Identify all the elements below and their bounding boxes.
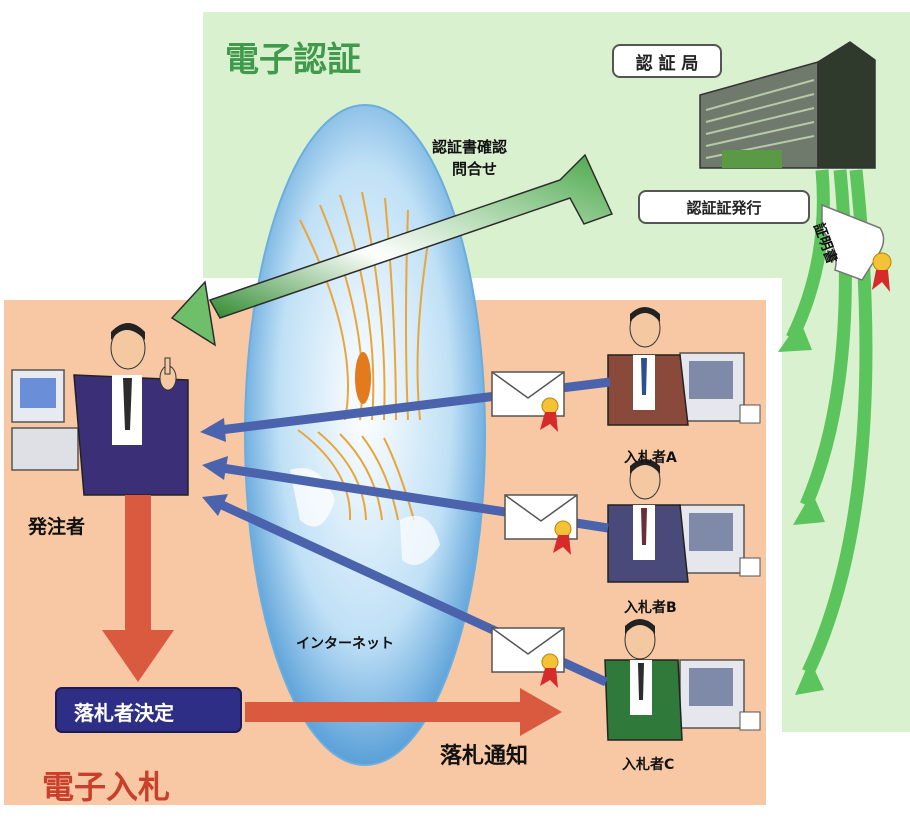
award-notice-arrow xyxy=(245,688,562,736)
decision-arrow xyxy=(102,495,174,682)
bidder-c-icon xyxy=(604,619,761,741)
inquiry-label-line1: 認証書確認 xyxy=(432,138,508,156)
bid-section-title: 電子入札 xyxy=(42,768,171,806)
bidder-a-label: 入札者A xyxy=(624,450,677,466)
certificate-scroll-icon xyxy=(821,203,892,292)
internet-label: インターネット xyxy=(296,636,394,652)
authority-building-icon xyxy=(699,41,876,169)
envelope-icon-b xyxy=(504,494,578,555)
issue-label: 認証証発行 xyxy=(638,190,810,224)
inquiry-label-line2: 問合せ xyxy=(452,160,498,178)
envelope-icon-c xyxy=(491,627,565,688)
bidder-b-label: 入札者B xyxy=(624,600,677,616)
envelope-icon-a xyxy=(491,371,565,432)
authority-label: 認 証 局 xyxy=(612,44,722,78)
bidder-b-icon xyxy=(607,459,761,583)
winner-decision-box xyxy=(55,687,242,733)
bidder-a-icon xyxy=(607,307,761,426)
internet-globe xyxy=(244,104,486,766)
orderer-label: 発注者 xyxy=(28,516,86,538)
award-notice-label: 落札通知 xyxy=(440,744,529,769)
orderer-person-icon xyxy=(11,323,189,496)
inquiry-arrow xyxy=(170,153,614,347)
bidder-c-label: 入札者C xyxy=(622,757,675,773)
winner-decision-label: 落札者決定 xyxy=(74,701,174,725)
cert-section-title: 電子認証 xyxy=(225,40,361,80)
